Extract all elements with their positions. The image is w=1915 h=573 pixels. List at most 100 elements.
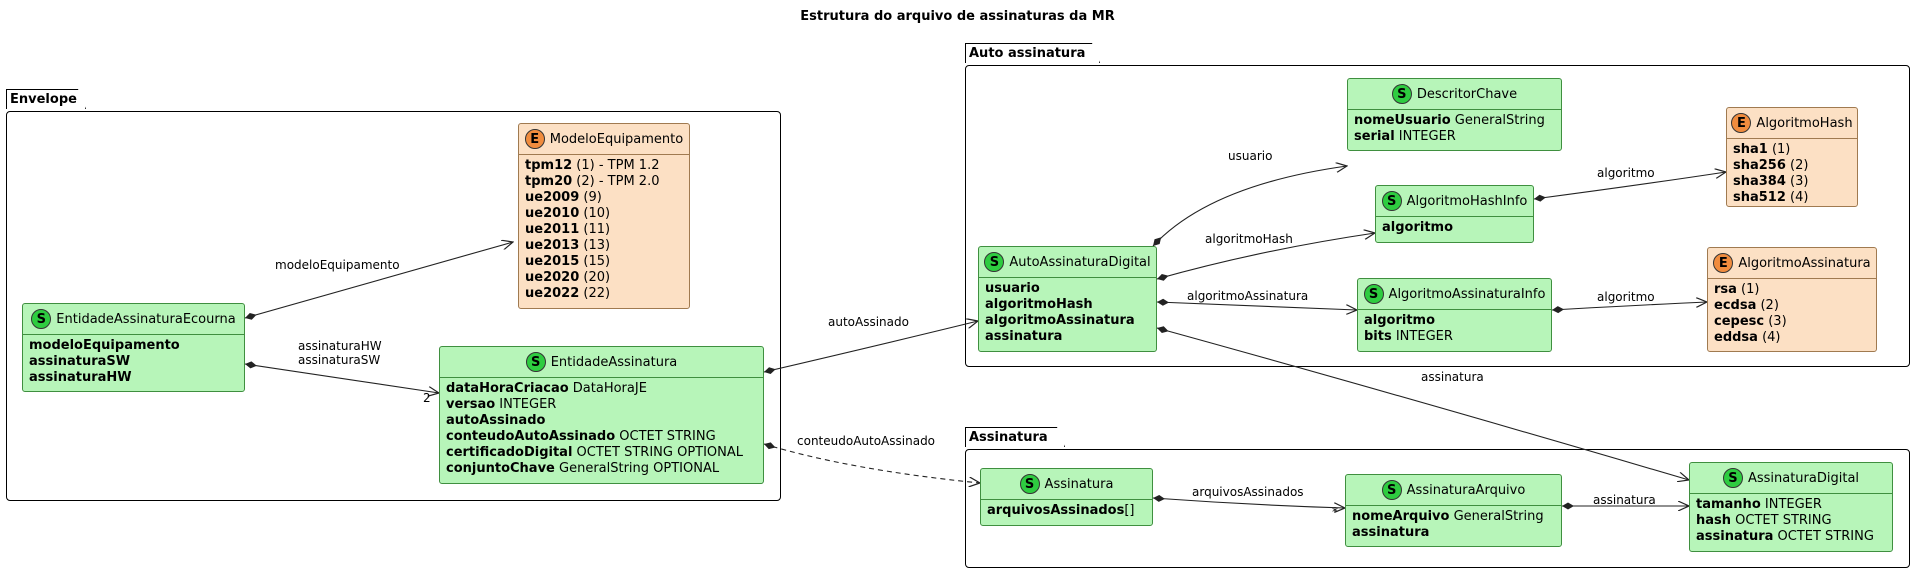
class-field: algoritmo [1364, 313, 1546, 329]
class-field: ue2020 (20) [525, 270, 684, 286]
class-name: Assinatura [1044, 476, 1114, 492]
edge-conteudoAutoAssinado [763, 444, 980, 483]
class-field: bits INTEGER [1364, 329, 1546, 345]
field-type: (20) [579, 270, 611, 285]
field-type: (4) [1785, 190, 1809, 205]
edge-autoAssinado [763, 321, 978, 372]
class-field: conjuntoChave GeneralString OPTIONAL [446, 461, 758, 477]
class-field: assinatura OCTET STRING [1696, 529, 1887, 545]
field-name: nomeUsuario [1354, 113, 1451, 128]
class-field: serial INTEGER [1354, 129, 1556, 145]
class-field: usuario [985, 281, 1151, 297]
struct-icon: S [1391, 84, 1412, 104]
field-name: ue2010 [525, 206, 580, 221]
class-name: AssinaturaArquivo [1406, 482, 1526, 498]
field-type: (2) [1785, 158, 1809, 173]
label-algoritmoAssinatura: algoritmoAssinatura [1187, 289, 1309, 303]
field-name: rsa [1714, 282, 1737, 297]
field-name: tpm12 [525, 158, 573, 173]
package-envelope-tab: Envelope [6, 89, 86, 109]
field-name: tpm20 [525, 174, 573, 189]
field-type: (1) [1736, 282, 1760, 297]
class-name: AlgoritmoHashInfo [1406, 193, 1528, 209]
edge-modeloEquipamento [244, 242, 513, 318]
class-field: sha384 (3) [1733, 174, 1852, 190]
field-type: INTEGER [1760, 497, 1822, 512]
label-algoritmo-assinatura: algoritmo [1597, 290, 1655, 304]
field-name: assinatura [985, 329, 1063, 344]
edge-assinatura-hw-sw [244, 364, 439, 393]
field-type: (9) [579, 190, 602, 205]
field-type: (15) [579, 254, 611, 269]
field-type: GeneralString [1449, 509, 1544, 524]
class-field: tamanho INTEGER [1696, 497, 1887, 513]
class-field: sha1 (1) [1733, 142, 1852, 158]
class-field: ue2015 (15) [525, 254, 684, 270]
class-name: AutoAssinaturaDigital [1009, 254, 1151, 270]
package-auto-tab: Auto assinatura [965, 43, 1100, 63]
field-name: ecdsa [1714, 298, 1757, 313]
field-type: (1) [1767, 142, 1791, 157]
struct-icon: S [1722, 468, 1743, 488]
class-field: nomeUsuario GeneralString [1354, 113, 1556, 129]
class-field: ecdsa (2) [1714, 298, 1871, 314]
field-name: ue2020 [525, 270, 580, 285]
class-field: algoritmo [1382, 220, 1528, 236]
field-type: INTEGER [1394, 129, 1456, 144]
field-name: sha384 [1733, 174, 1786, 189]
field-type: GeneralString OPTIONAL [554, 461, 720, 476]
field-name: sha256 [1733, 158, 1786, 173]
field-name: assinatura [1352, 525, 1430, 540]
label-assinaturaSW: assinaturaSW [298, 353, 381, 367]
field-type: GeneralString [1450, 113, 1545, 128]
struct-icon: S [1381, 191, 1402, 211]
class-field: ue2011 (11) [525, 222, 684, 238]
label-modeloEquipamento: modeloEquipamento [275, 258, 400, 272]
class-field: conteudoAutoAssinado OCTET STRING [446, 429, 758, 445]
struct-icon: S [31, 309, 52, 329]
field-name: ue2009 [525, 190, 580, 205]
class-field: assinatura [1352, 525, 1556, 541]
diagram-title: Estrutura do arquivo de assinaturas da M… [800, 9, 1115, 24]
class-name: AlgoritmoAssinaturaInfo [1388, 286, 1546, 302]
class-field: ue2022 (22) [525, 286, 684, 302]
class-field: eddsa (4) [1714, 330, 1871, 346]
field-name: sha512 [1733, 190, 1786, 205]
field-name: conteudoAutoAssinado [446, 429, 616, 444]
field-name: assinatura [1696, 529, 1774, 544]
label-mult-star: * [1332, 505, 1338, 519]
field-name: sha1 [1733, 142, 1768, 157]
class-field: cepesc (3) [1714, 314, 1871, 330]
field-type: INTEGER [1391, 329, 1453, 344]
edge-assinatura-long [1156, 328, 1689, 480]
field-name: conjuntoChave [446, 461, 555, 476]
class-field: autoAssinado [446, 413, 758, 429]
field-type: (22) [579, 286, 611, 301]
field-type: (2) - TPM 2.0 [572, 174, 660, 189]
field-name: certificadoDigital [446, 445, 573, 460]
field-name: autoAssinado [446, 413, 546, 428]
class-field: sha512 (4) [1733, 190, 1852, 206]
field-name: versao [446, 397, 496, 412]
field-name: algoritmoAssinatura [985, 313, 1135, 328]
field-name: ue2015 [525, 254, 580, 269]
class-name: ModeloEquipamento [549, 131, 684, 147]
class-field: certificadoDigital OCTET STRING OPTIONAL [446, 445, 758, 461]
field-type: OCTET STRING [615, 429, 716, 444]
label-algoritmoHash: algoritmoHash [1205, 232, 1293, 246]
field-name: usuario [985, 281, 1040, 296]
class-field: hash OCTET STRING [1696, 513, 1887, 529]
class-field: tpm20 (2) - TPM 2.0 [525, 174, 684, 190]
label-conteudoAutoAssinado: conteudoAutoAssinado [797, 434, 936, 448]
class-field: sha256 (2) [1733, 158, 1852, 174]
class-field: nomeArquivo GeneralString [1352, 509, 1556, 525]
